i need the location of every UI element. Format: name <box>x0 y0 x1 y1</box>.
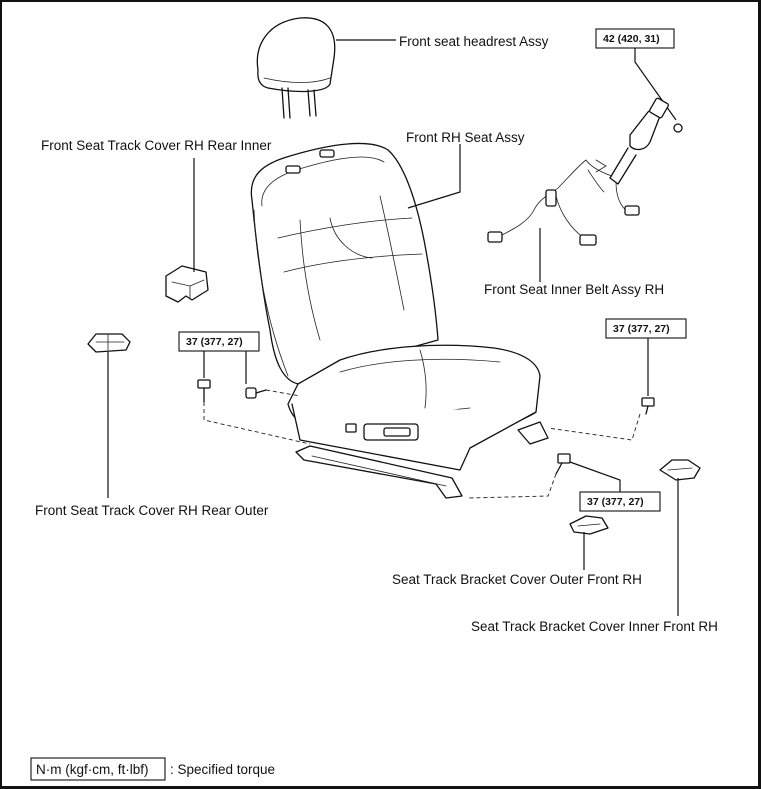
headrest-label: Front seat headrest Assy <box>399 34 549 49</box>
torque-box-front-center <box>579 491 661 512</box>
torque-front-center: 37 (377, 27) <box>587 496 644 508</box>
torque-box-rear <box>178 331 260 352</box>
track-cover-rear-inner-drawing <box>165 265 209 303</box>
torque-box-front-right <box>605 318 687 339</box>
front-center-bolt-drawing <box>555 453 571 475</box>
bracket-cover-inner-drawing <box>659 459 701 481</box>
inner-belt-label: Front Seat Inner Belt Assy RH <box>484 282 664 297</box>
track-cover-rear-outer-label: Front Seat Track Cover RH Rear Outer <box>35 503 269 518</box>
track-cover-rear-inner-label: Front Seat Track Cover RH Rear Inner <box>41 138 272 153</box>
torque-rear: 37 (377, 27) <box>186 336 243 348</box>
belt-bolt-icon <box>673 123 683 133</box>
bracket-cover-inner-label: Seat Track Bracket Cover Inner Front RH <box>471 619 718 634</box>
bracket-cover-outer-label: Seat Track Bracket Cover Outer Front RH <box>392 572 642 587</box>
rear-bolts-drawing <box>197 379 267 403</box>
seat-assy-label: Front RH Seat Assy <box>406 130 525 145</box>
seat-drawing <box>250 142 549 499</box>
inner-belt-drawing <box>487 97 669 246</box>
legend-unit-box <box>30 757 166 781</box>
track-cover-rear-outer-drawing <box>87 333 131 353</box>
headrest-drawing <box>256 17 336 119</box>
front-right-bolt-drawing <box>641 397 655 415</box>
bracket-cover-outer-drawing <box>569 515 609 535</box>
torque-belt: 42 (420, 31) <box>603 33 660 45</box>
legend-unit: N·m (kgf·cm, ft·lbf) <box>36 762 149 777</box>
legend-meaning: : Specified torque <box>170 762 275 777</box>
torque-front-right: 37 (377, 27) <box>613 323 670 335</box>
